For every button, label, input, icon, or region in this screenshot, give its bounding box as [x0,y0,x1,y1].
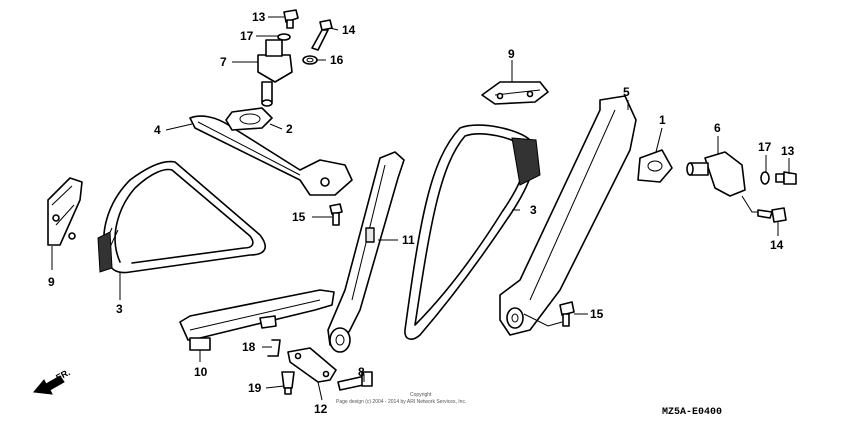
callout-10[interactable]: 10 [194,365,208,379]
gasket-right[interactable] [637,149,673,183]
callout-13-right[interactable]: 13 [781,144,795,158]
callout-1[interactable]: 1 [659,113,666,127]
gasket-upper[interactable] [225,107,273,131]
callout-19[interactable]: 19 [248,381,262,395]
bracket-plate-12[interactable] [287,347,337,383]
bolt-upper-13[interactable] [283,9,299,29]
callout-14-upper[interactable]: 14 [342,23,356,37]
callout-13-upper[interactable]: 13 [252,10,266,24]
bolt-right-13[interactable] [775,171,797,185]
tensioner-arm[interactable] [189,115,353,196]
chain-guide-bracket-left[interactable] [47,177,83,246]
bolt-left-15[interactable] [329,203,343,226]
callout-3-left[interactable]: 3 [116,302,123,316]
callout-3-right[interactable]: 3 [530,203,537,217]
callout-11[interactable]: 11 [402,233,415,247]
bolt-19[interactable] [281,371,295,395]
washer-upper-16[interactable] [302,55,318,65]
callout-9-left[interactable]: 9 [48,275,55,289]
direction-label: FR. [54,367,71,383]
callout-14-right[interactable]: 14 [770,238,784,252]
chain-guide-bracket-right[interactable] [481,81,549,105]
callout-9-right[interactable]: 9 [508,47,515,61]
callout-7[interactable]: 7 [220,55,227,69]
copyright-text: Page design (c) 2004 - 2014 by ARI Netwo… [336,399,466,405]
tensioner-slipper-right[interactable] [499,95,637,336]
bolt-upper-14[interactable] [311,19,333,51]
leader-lines [51,16,790,401]
callout-17-upper[interactable]: 17 [240,29,254,43]
tensioner-lifter-upper[interactable] [257,39,293,107]
arrow-down-left-icon [33,375,65,395]
bolt-right-14[interactable] [757,207,787,223]
bolt-right-15[interactable] [559,301,575,327]
callout-numbers: 13 17 14 16 7 4 2 15 9 3 10 11 3 9 5 1 6… [48,10,795,416]
callout-18[interactable]: 18 [242,340,256,354]
chain-guide-lower[interactable] [179,289,335,351]
callout-16[interactable]: 16 [330,53,344,67]
chain-guide-vertical[interactable] [327,151,405,353]
diagram-code: MZ5A-E0400 [662,407,722,418]
callout-4[interactable]: 4 [154,123,161,137]
callout-2[interactable]: 2 [286,122,293,136]
callout-6[interactable]: 6 [714,121,721,135]
tensioner-lifter-right[interactable] [686,151,746,197]
callout-8[interactable]: 8 [358,365,365,379]
direction-indicator: FR. [33,367,72,395]
washer-right-17[interactable] [760,171,770,185]
callout-12[interactable]: 12 [314,402,328,416]
pin-18[interactable] [267,339,281,357]
copyright-title: Copyright [410,392,432,398]
cam-chain-left[interactable] [97,160,266,274]
callout-15-right[interactable]: 15 [590,307,604,321]
washer-upper-17[interactable] [277,33,291,41]
callout-17-right[interactable]: 17 [758,140,772,154]
callout-15-left[interactable]: 15 [292,210,306,224]
long-bolt-8[interactable] [337,371,373,391]
cam-chain-right[interactable] [404,124,541,340]
callout-5[interactable]: 5 [623,85,630,99]
